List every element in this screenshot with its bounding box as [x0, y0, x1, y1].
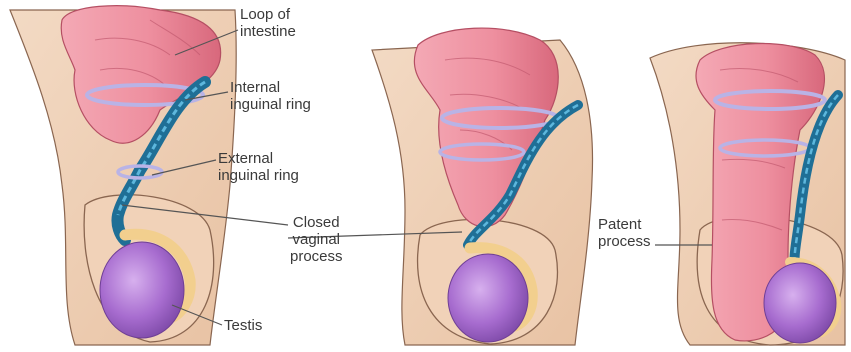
- panel-normal-closed-process: [10, 6, 236, 345]
- label-line: inguinal ring: [230, 96, 311, 113]
- label-loop-of-intestine: Loop of intestine: [240, 6, 296, 40]
- label-line: Patent: [598, 216, 651, 233]
- label-external-inguinal-ring: External inguinal ring: [218, 150, 299, 184]
- testis: [764, 263, 836, 343]
- label-line: process: [598, 233, 651, 250]
- label-line: intestine: [240, 23, 296, 40]
- panel-indirect-hernia: [372, 28, 593, 345]
- label-line: Closed: [290, 214, 343, 231]
- testis: [100, 242, 184, 338]
- label-internal-inguinal-ring: Internal inguinal ring: [230, 79, 311, 113]
- label-line: vaginal: [290, 231, 343, 248]
- label-testis: Testis: [224, 317, 262, 334]
- label-line: inguinal ring: [218, 167, 299, 184]
- panel-patent-process: [650, 43, 845, 345]
- label-line: Loop of: [240, 6, 296, 23]
- label-line: process: [290, 248, 343, 265]
- label-patent-process: Patent process: [598, 216, 651, 250]
- label-line: Internal: [230, 79, 311, 96]
- label-line: Testis: [224, 317, 262, 334]
- testis: [448, 254, 528, 342]
- label-line: External: [218, 150, 299, 167]
- label-closed-vaginal-process: Closed vaginal process: [290, 214, 343, 265]
